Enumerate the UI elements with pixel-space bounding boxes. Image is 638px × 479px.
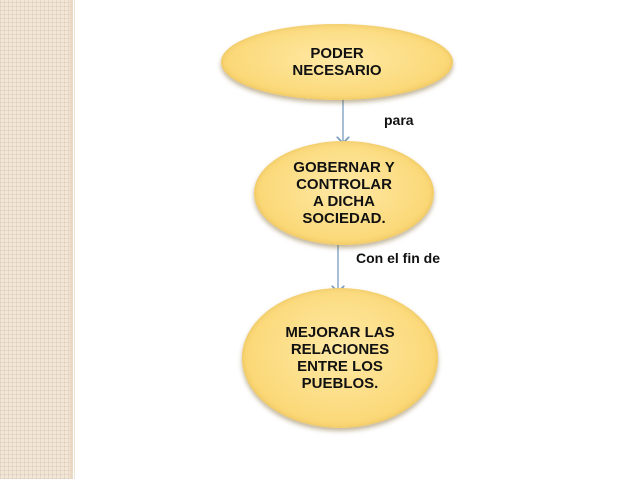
node-poder-necesario: PODER NECESARIO: [221, 24, 453, 100]
node-mejorar-relaciones: MEJORAR LAS RELACIONES ENTRE LOS PUEBLOS…: [242, 288, 438, 428]
edge-label-para: para: [384, 112, 414, 128]
left-strip-border-thin: [74, 0, 75, 479]
node-gobernar-controlar: GOBERNAR Y CONTROLAR A DICHA SOCIEDAD.: [254, 141, 434, 245]
edge-label-con-el-fin-de: Con el fin de: [356, 250, 440, 266]
left-decorative-strip: [0, 0, 70, 479]
node-poder-necesario-label: PODER NECESARIO: [292, 45, 382, 79]
left-strip-border: [70, 0, 73, 479]
node-mejorar-relaciones-label: MEJORAR LAS RELACIONES ENTRE LOS PUEBLOS…: [285, 324, 395, 392]
node-gobernar-controlar-label: GOBERNAR Y CONTROLAR A DICHA SOCIEDAD.: [293, 159, 395, 227]
